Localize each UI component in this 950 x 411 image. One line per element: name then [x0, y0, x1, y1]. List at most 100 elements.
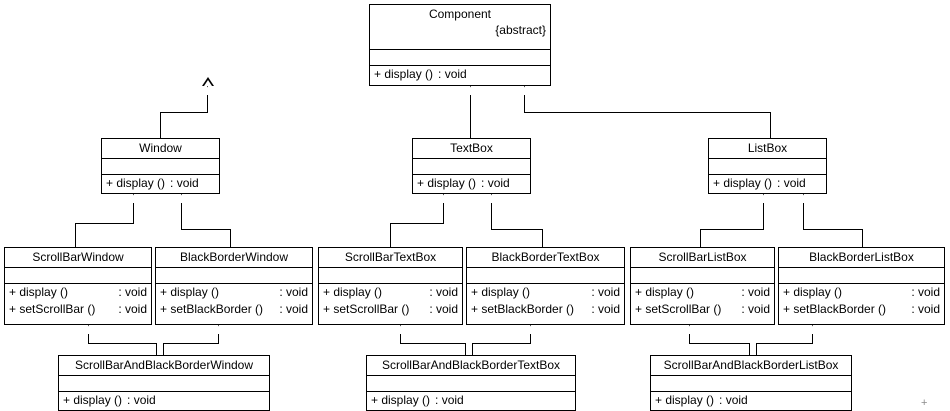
generalization-line-scrollbarlistbox-v2 [700, 229, 701, 247]
class-operation-row: + display () : void [413, 175, 530, 192]
class-operation-row: + display () : void [467, 284, 624, 301]
class-title-window: Window [102, 139, 219, 159]
class-operations-scrollbarwindow: + display () : void + setScrollBar () : … [5, 284, 151, 318]
class-box-scrollbarandblackborderwindow[interactable]: ScrollBarAndBlackBorderWindow + display … [58, 355, 270, 411]
class-name-window: Window [139, 141, 182, 155]
class-title-listbox: ListBox [709, 139, 826, 159]
class-operations-scrollbarandblackbordertextbox: + display () : void [367, 392, 575, 409]
operation-return-type: : void [741, 302, 770, 316]
generalization-line-textbox-to-component [470, 86, 471, 138]
class-operation-row: + setBlackBorder () : void [467, 301, 624, 318]
generalization-line-listbox-to-component-v1 [524, 86, 525, 113]
generalization-line-blackborderlistbox-v2 [862, 229, 863, 247]
generalization-line-sbbbwindow-right-v2 [163, 343, 164, 355]
class-attributes-window [102, 159, 219, 175]
operation-signature: + setBlackBorder () [160, 302, 264, 316]
operation-return-type: : void [591, 285, 620, 299]
generalization-line-blackbordertextbox-v1 [491, 194, 492, 230]
generalization-line-blackborderwindow-v1 [181, 194, 182, 230]
operation-signature: + setScrollBar () [635, 302, 722, 316]
operation-spacer [219, 284, 279, 300]
class-title-scrollbarwindow: ScrollBarWindow [5, 248, 151, 268]
class-operations-listbox: + display () : void [709, 175, 826, 192]
generalization-line-sbbblistbox-left-h [689, 343, 750, 344]
class-name-scrollbarwindow: ScrollBarWindow [32, 250, 124, 264]
class-name-blackbordertextbox: BlackBorderTextBox [491, 250, 600, 264]
operation-spacer [530, 284, 591, 300]
class-operations-component: + display () : void [370, 66, 550, 83]
generalization-arrow-scrollbarlistbox-to-listbox [758, 185, 770, 203]
class-operations-scrollbarlistbox: + display () : void + setScrollBar () : … [631, 284, 774, 318]
generalization-line-sbbbtextbox-right-v2 [472, 343, 473, 355]
generalization-line-sbbblistbox-right-h [756, 343, 813, 344]
operation-spacer [886, 301, 911, 317]
generalization-line-listbox-to-component-h [524, 112, 771, 113]
operation-spacer [263, 301, 279, 317]
class-operation-row: + display () : void [779, 284, 944, 301]
class-box-blackborderwindow[interactable]: BlackBorderWindow + display () : void + … [155, 247, 313, 325]
generalization-arrow-sbbbwindow-to-scrollbarwindow [83, 316, 95, 334]
class-name-component: Component [428, 7, 492, 21]
operation-return-type: : void [127, 393, 156, 407]
generalization-line-scrollbarlistbox-h [700, 229, 764, 230]
class-box-scrollbarlistbox[interactable]: ScrollBarListBox + display () : void + s… [630, 247, 775, 325]
class-title-scrollbarandblackborderwindow: ScrollBarAndBlackBorderWindow [59, 356, 269, 376]
class-operation-row: + setScrollBar () : void [5, 301, 151, 318]
class-attributes-blackborderwindow [156, 268, 312, 284]
class-box-scrollbartextbox[interactable]: ScrollBarTextBox + display () : void + s… [318, 247, 463, 325]
operation-spacer [721, 301, 741, 317]
generalization-line-window-to-component-v1 [207, 86, 208, 113]
class-operation-row: + display () : void [5, 284, 151, 301]
class-box-scrollbarwindow[interactable]: ScrollBarWindow + display () : void + se… [4, 247, 152, 325]
operation-return-type: : void [118, 302, 147, 316]
generalization-line-sbbblistbox-right-v1 [812, 325, 813, 344]
class-name-blackborderlistbox: BlackBorderListBox [809, 250, 914, 264]
class-attributes-scrollbartextbox [319, 268, 462, 284]
operation-signature: + display () [63, 393, 123, 407]
generalization-arrow-sbbblistbox-to-scrollbarlistbox [684, 316, 696, 334]
class-box-window[interactable]: Window + display () : void [101, 138, 220, 194]
generalization-arrow-window-to-component [202, 77, 214, 95]
generalization-line-scrollbartextbox-h [390, 223, 444, 224]
operation-return-type: : void [591, 302, 620, 316]
generalization-line-scrollbartextbox-v1 [443, 194, 444, 224]
operation-signature: + display () [783, 285, 843, 299]
class-box-textbox[interactable]: TextBox + display () : void [412, 138, 531, 194]
generalization-line-scrollbarwindow-v2 [75, 223, 76, 247]
class-name-scrollbarandblackborderwindow: ScrollBarAndBlackBorderWindow [74, 358, 254, 372]
class-box-listbox[interactable]: ListBox + display () : void [708, 138, 827, 194]
class-attributes-scrollbarlistbox [631, 268, 774, 284]
operation-spacer [409, 301, 429, 317]
generalization-line-sbbbwindow-left-v2 [156, 343, 157, 355]
class-operation-row: + display () : void [631, 284, 774, 301]
class-operation-row: + display () : void [367, 392, 575, 409]
class-operation-row: + setScrollBar () : void [319, 301, 462, 318]
generalization-line-sbbblistbox-right-v2 [756, 343, 757, 355]
operation-return-type: : void [777, 176, 806, 190]
operation-signature: + setBlackBorder () [783, 302, 887, 316]
class-operation-row: + display () : void [156, 284, 312, 301]
operation-return-type: : void [719, 393, 748, 407]
class-box-blackbordertextbox[interactable]: BlackBorderTextBox + display () : void +… [466, 247, 625, 325]
class-operation-row: + display () : void [102, 175, 219, 192]
generalization-line-scrollbartextbox-v2 [390, 223, 391, 247]
generalization-arrow-sbbblistbox-to-blackborderlistbox [807, 316, 819, 334]
class-box-scrollbarandblackbordertextbox[interactable]: ScrollBarAndBlackBorderTextBox + display… [366, 355, 576, 411]
operation-return-type: : void [118, 285, 147, 299]
operation-spacer [842, 284, 911, 300]
class-name-textbox: TextBox [450, 141, 493, 155]
class-box-component[interactable]: Component {abstract} + display () : void [369, 4, 551, 86]
operation-signature: + display () [635, 285, 695, 299]
class-box-blackborderlistbox[interactable]: BlackBorderListBox + display () : void +… [778, 247, 945, 325]
cursor-plus-icon: + [921, 397, 928, 409]
operation-signature: + display () [655, 393, 715, 407]
class-title-scrollbarandblackbordertextbox: ScrollBarAndBlackBorderTextBox [367, 356, 575, 376]
operation-return-type: : void [429, 285, 458, 299]
generalization-line-sbbbtextbox-left-h [400, 343, 466, 344]
class-name-scrollbarandblackborderlistbox: ScrollBarAndBlackBorderListBox [663, 358, 839, 372]
class-box-scrollbarandblackborderlistbox[interactable]: ScrollBarAndBlackBorderListBox + display… [650, 355, 852, 411]
generalization-arrow-listbox-to-component [519, 77, 531, 95]
class-operations-blackborderlistbox: + display () : void + setBlackBorder () … [779, 284, 944, 318]
operation-signature: + setScrollBar () [323, 302, 410, 316]
